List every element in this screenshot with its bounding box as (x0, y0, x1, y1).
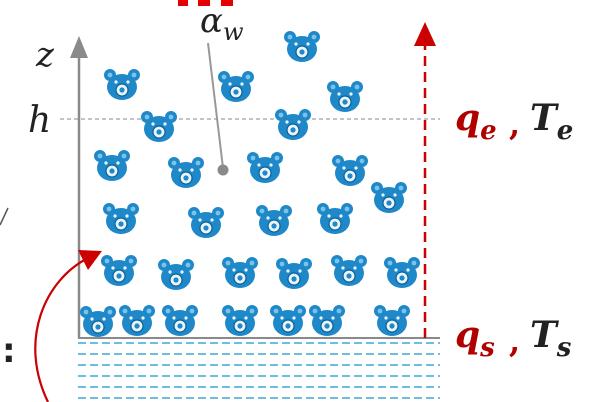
particle-icon (167, 156, 205, 189)
particle-icon (100, 254, 138, 287)
title-fragment (178, 0, 233, 6)
particle-icon (102, 202, 140, 235)
particle-icon (331, 154, 369, 187)
particle-icon (221, 256, 259, 289)
particle-icon (308, 304, 346, 337)
particle-icon (274, 108, 312, 141)
particle-icon (373, 304, 411, 337)
colon-fragment: : (2, 331, 16, 371)
particle-icon (161, 304, 199, 337)
water-layer (78, 342, 440, 399)
particle-icon (370, 181, 408, 214)
z-axis (70, 36, 88, 338)
particle-icon (221, 304, 259, 337)
particle-icon (316, 202, 354, 235)
label-separator: , (509, 322, 520, 360)
particle-icon (187, 206, 225, 239)
q-e-label: qe (455, 97, 497, 146)
t-s-label: Ts (530, 314, 572, 363)
particle-icon (383, 256, 421, 289)
flux-arrow (414, 22, 436, 338)
alpha-pointer (207, 42, 229, 176)
particle-icon (283, 30, 321, 63)
particle-icon (269, 304, 307, 337)
particle-icon (118, 304, 156, 337)
particle-icon (275, 257, 313, 290)
particle-icon (326, 80, 364, 113)
particle-icon (157, 258, 195, 291)
particle-icon (140, 110, 178, 143)
particle-icon (93, 149, 131, 182)
curved-arrow (34, 250, 102, 402)
particle-icon (246, 151, 284, 184)
q-s-label: qs (455, 314, 495, 363)
edge-fragment (0, 207, 9, 226)
particle-icon (330, 254, 368, 287)
alpha-label: αw (200, 1, 244, 46)
particle-icon (255, 204, 293, 237)
z-axis-label: z (35, 35, 55, 75)
particle-icon (103, 68, 141, 101)
label-separator: , (509, 105, 520, 143)
t-e-label: Te (530, 97, 573, 146)
particle-icon (217, 70, 255, 103)
height-label: h (28, 100, 51, 141)
particle-icon (79, 305, 117, 338)
particle-cloud (79, 30, 421, 338)
